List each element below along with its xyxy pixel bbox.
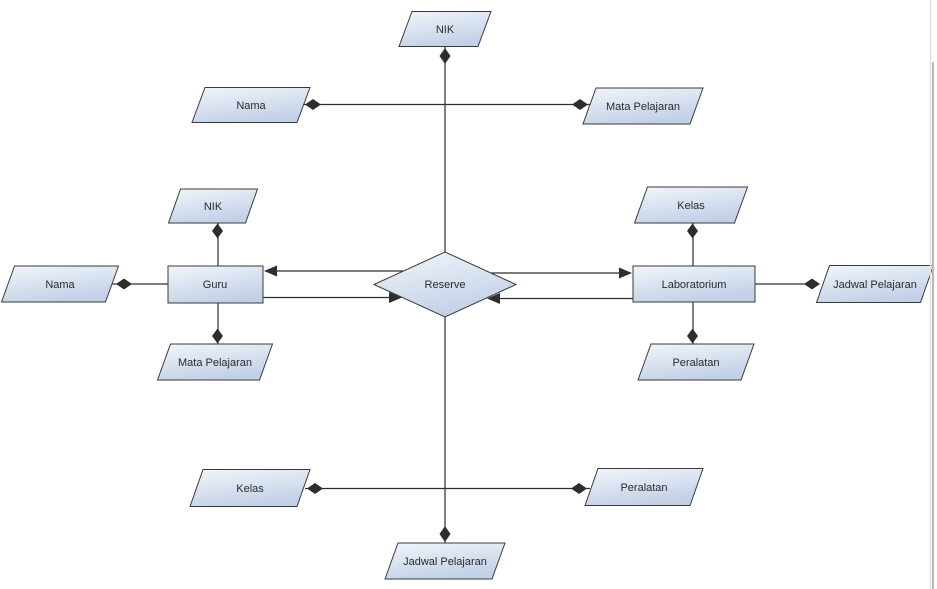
attribute-label: Jadwal Pelajaran <box>403 556 487 568</box>
connector-guru-mata-pelajaran-left[interactable] <box>212 303 223 344</box>
connector-nama-mata-pelajaran-top[interactable] <box>303 99 590 110</box>
diamond-marker <box>687 328 698 344</box>
entity-shape[interactable] <box>167 265 264 304</box>
attribute-kelas-right[interactable]: Kelas <box>633 186 749 224</box>
parallelogram-shape[interactable] <box>0 265 120 303</box>
diamond-marker <box>687 223 698 239</box>
connector-reserve-jadwal-bottom[interactable] <box>439 317 451 543</box>
parallelogram-shape[interactable] <box>191 87 311 123</box>
attribute-peralatan-right[interactable]: Peralatan <box>637 343 755 381</box>
attribute-jadwal-pelajaran-bottom[interactable]: Jadwal Pelajaran <box>384 542 506 580</box>
attribute-label: Kelas <box>677 200 705 212</box>
connector-laboratorium-peralatan[interactable] <box>687 302 698 344</box>
attribute-nik-top[interactable]: NIK <box>398 11 492 47</box>
attribute-kelas-bottom[interactable]: Kelas <box>189 469 311 507</box>
connector-guru-reserve[interactable] <box>263 292 402 303</box>
connector-nama-guru[interactable] <box>112 278 168 290</box>
attribute-label: NIK <box>204 201 223 213</box>
attribute-mata-pelajaran-top-right[interactable]: Mata Pelajaran <box>582 87 704 125</box>
arrowhead <box>389 292 402 303</box>
diamond-marker <box>439 48 451 64</box>
parallelogram-shape[interactable] <box>384 542 506 580</box>
diamond-marker <box>571 483 587 494</box>
parallelogram-shape[interactable] <box>582 87 704 125</box>
attribute-nama-far-left[interactable]: Nama <box>0 265 120 303</box>
entity-shape[interactable] <box>632 265 756 303</box>
diamond-marker <box>305 99 321 110</box>
diamond-marker <box>212 223 223 239</box>
arrowhead <box>487 293 500 304</box>
parallelogram-shape[interactable] <box>156 343 274 381</box>
parallelogram-shape[interactable] <box>398 11 492 47</box>
parallelogram-shape[interactable] <box>637 343 755 381</box>
entity-laboratorium[interactable]: Laboratorium <box>632 265 756 303</box>
connector-reserve-laboratorium[interactable] <box>491 267 632 279</box>
attribute-label: Peralatan <box>672 357 719 369</box>
diamond-marker <box>439 526 451 542</box>
diamond-shape[interactable] <box>372 251 518 318</box>
parallelogram-shape[interactable] <box>584 468 704 506</box>
diamond-marker <box>804 278 820 290</box>
entity-label: Laboratorium <box>662 279 727 291</box>
attribute-label: Mata Pelajaran <box>606 101 680 113</box>
attribute-peralatan-bottom[interactable]: Peralatan <box>584 468 704 506</box>
connector-kelas-peralatan-bottom[interactable] <box>305 483 590 494</box>
canvas-right-edge <box>929 0 934 589</box>
diamond-marker <box>212 328 223 344</box>
diamond-marker <box>572 99 588 110</box>
arrowhead <box>619 267 632 279</box>
attribute-label: Nama <box>236 100 266 112</box>
attribute-mata-pelajaran-left[interactable]: Mata Pelajaran <box>156 343 274 381</box>
attribute-label: Kelas <box>236 483 264 495</box>
attribute-nama-top-left[interactable]: Nama <box>191 87 311 123</box>
connector-nik-top-reserve[interactable] <box>439 47 451 252</box>
relationship-label: Reserve <box>425 279 466 291</box>
attribute-label: Peralatan <box>620 482 667 494</box>
attribute-label: Jadwal Pelajaran <box>833 279 917 291</box>
connector-laboratorium-jadwal[interactable] <box>755 278 820 290</box>
parallelogram-shape[interactable] <box>633 186 749 224</box>
entity-guru[interactable]: Guru <box>167 265 264 304</box>
connector-laboratorium-reserve[interactable] <box>487 293 633 304</box>
diamond-marker <box>307 483 323 494</box>
attribute-jadwal-pelajaran-far-right[interactable]: Jadwal Pelajaran <box>815 265 935 303</box>
arrowhead <box>264 265 277 277</box>
attribute-label: Nama <box>45 279 75 291</box>
parallelogram-shape[interactable] <box>167 188 259 224</box>
attribute-label: NIK <box>436 24 455 36</box>
relationship-reserve[interactable]: Reserve <box>372 251 518 318</box>
connector-nik-guru[interactable] <box>212 223 223 266</box>
attribute-nik-left[interactable]: NIK <box>167 188 259 224</box>
diamond-marker <box>116 278 132 290</box>
attribute-label: Mata Pelajaran <box>178 357 252 369</box>
entity-label: Guru <box>203 279 227 291</box>
connector-kelas-laboratorium[interactable] <box>687 223 698 266</box>
connector-reserve-guru[interactable] <box>264 265 403 277</box>
parallelogram-shape[interactable] <box>189 469 311 507</box>
